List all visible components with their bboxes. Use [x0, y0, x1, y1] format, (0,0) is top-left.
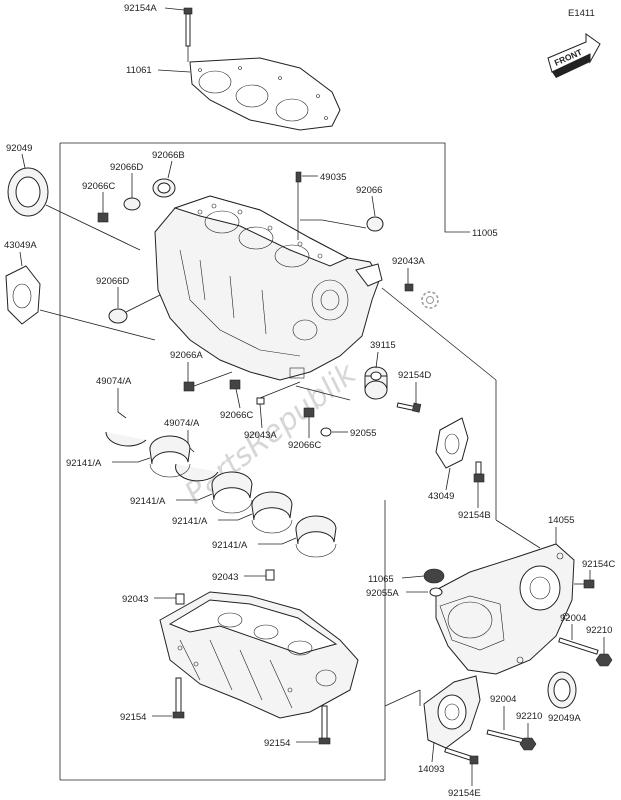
label-92154C: 92154C — [582, 559, 615, 570]
bolt-92154B-icon — [473, 461, 485, 483]
label-92210-1: 92210 — [586, 625, 612, 636]
label-92154D: 92154D — [398, 370, 431, 381]
plug-92066C-icon — [97, 212, 109, 223]
label-92043A-right: 92043A — [392, 256, 425, 267]
pin-92043-1-icon — [175, 593, 185, 605]
diagram-id: E1411 — [568, 8, 595, 19]
crankcase-upper-icon — [154, 195, 383, 381]
label-92066A: 92066A — [170, 350, 203, 361]
bolt-92154E-icon — [444, 747, 479, 765]
label-49074A-2: 49074/A — [164, 418, 200, 429]
label-92210-2: 92210 — [516, 711, 542, 722]
front-arrow-icon: FRONT — [547, 33, 601, 78]
label-92066-top: 92066 — [356, 185, 382, 196]
label-92154-2: 92154 — [264, 738, 290, 749]
label-14093: 14093 — [418, 764, 444, 775]
cap-92066-icon — [366, 216, 384, 232]
stud-92004-2-icon — [486, 729, 524, 744]
pin-49035-icon — [295, 171, 302, 183]
cap-92066B-icon — [152, 178, 176, 198]
pin-92043A-mid-icon — [256, 397, 265, 405]
oil-seal-92049-icon — [7, 167, 49, 217]
label-43049: 43049 — [428, 491, 454, 502]
bearing-92141A-1-icon — [149, 435, 191, 478]
thrust-washer-49074A-2-icon — [175, 463, 219, 482]
label-92004-1: 92004 — [560, 613, 586, 624]
bolt-92154A-icon — [183, 7, 193, 47]
label-39115: 39115 — [370, 340, 396, 351]
stud-92004-1-icon — [558, 637, 599, 655]
label-92141A-3: 92141/A — [172, 516, 208, 527]
bolt-92154-2-icon — [318, 705, 331, 745]
label-92049A: 92049A — [548, 713, 581, 724]
oring-92055A-icon — [429, 587, 443, 597]
label-14055: 14055 — [548, 515, 574, 526]
bearing-92141A-2-icon — [211, 471, 253, 514]
bolt-92154-1-icon — [172, 677, 185, 719]
label-92066C-low: 92066C — [288, 440, 321, 451]
label-11065: 11065 — [368, 574, 394, 585]
label-92141A-1: 92141/A — [66, 458, 102, 469]
head-gasket-icon — [189, 57, 341, 131]
oil-seal-92049A-icon — [547, 671, 577, 709]
cover-14093-icon — [423, 675, 481, 749]
gasket-43049-icon — [435, 417, 469, 469]
pin-92043A-icon — [404, 283, 414, 292]
plug-92066A-icon — [183, 381, 195, 392]
nut-92210-2-icon — [519, 737, 537, 751]
label-92066D-mid: 92066D — [96, 276, 129, 287]
label-92043-1: 92043 — [122, 594, 148, 605]
crankcase-lower-icon — [159, 591, 359, 719]
label-92141A-2: 92141/A — [130, 496, 166, 507]
label-92154-1: 92154 — [120, 712, 146, 723]
label-92043-2: 92043 — [212, 572, 238, 583]
oil-filter-39115-icon — [364, 366, 388, 400]
label-92066C-mid: 92066C — [220, 410, 253, 421]
bearing-92141A-4-icon — [295, 515, 337, 558]
label-11061: 11061 — [126, 65, 152, 76]
cap-11065-icon — [423, 568, 445, 584]
label-92154A: 92154A — [124, 3, 157, 14]
thrust-washer-49074A-1-icon — [105, 431, 147, 447]
oring-92055-icon — [320, 427, 332, 437]
nut-92210-1-icon — [595, 653, 613, 667]
label-49074A-1: 49074/A — [96, 376, 132, 387]
label-92066B: 92066B — [152, 150, 185, 161]
label-92154E: 92154E — [448, 788, 481, 799]
gear-icon — [421, 291, 439, 309]
label-92004-2: 92004 — [490, 694, 516, 705]
label-92141A-4: 92141/A — [212, 540, 248, 551]
plug-92066C-low-icon — [303, 407, 315, 418]
label-92055: 92055 — [350, 428, 376, 439]
bearing-92141A-3-icon — [251, 491, 293, 534]
pin-92043-2-icon — [265, 569, 275, 581]
label-49035: 49035 — [320, 172, 346, 183]
bolt-92154C-icon — [583, 579, 595, 589]
label-11005: 11005 — [472, 228, 498, 239]
cap-92066D-icon — [123, 197, 141, 211]
label-92049: 92049 — [6, 143, 32, 154]
plug-92066C-mid-icon — [229, 379, 241, 390]
gasket-43049A-icon — [5, 265, 41, 325]
label-92055A: 92055A — [366, 588, 399, 599]
cap-92066D-mid-icon — [108, 308, 128, 324]
label-43049A: 43049A — [4, 240, 37, 251]
label-92154B: 92154B — [458, 510, 491, 521]
label-92043A-mid: 92043A — [244, 430, 277, 441]
label-92066C-top: 92066C — [82, 181, 115, 192]
label-92066D: 92066D — [110, 162, 143, 173]
bolt-92154D-icon — [396, 402, 422, 413]
gear-case-cover-14055-icon — [435, 543, 575, 675]
